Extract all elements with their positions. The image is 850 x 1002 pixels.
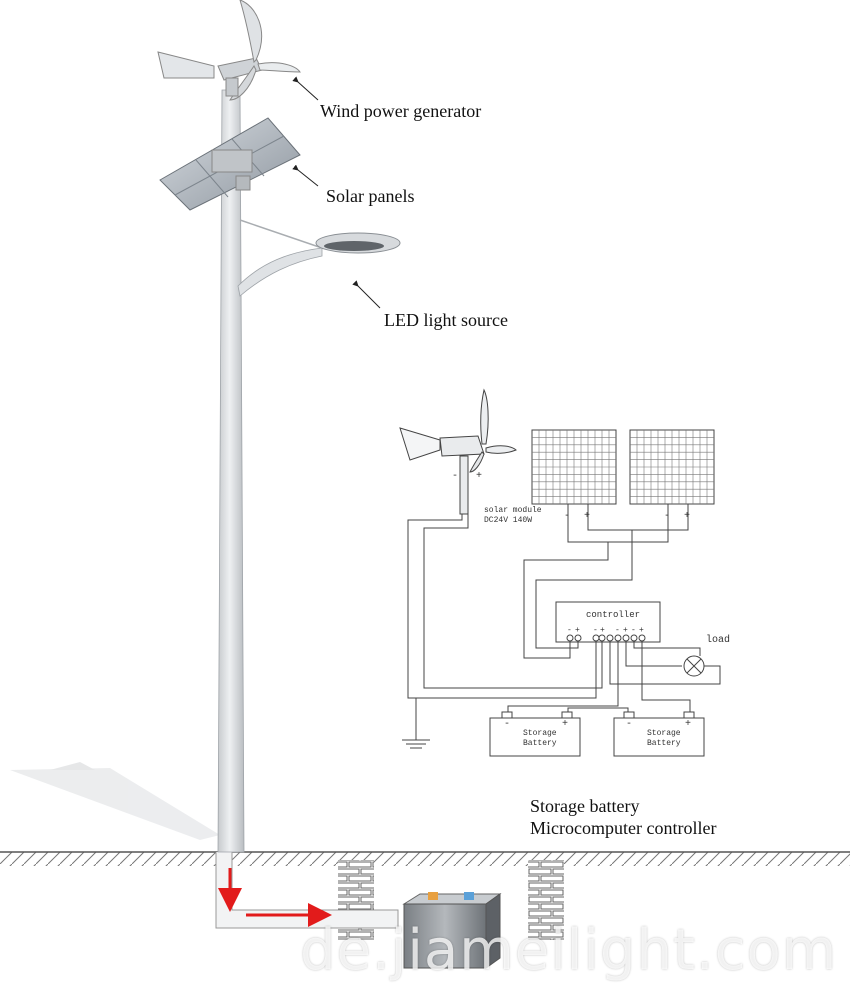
callout-wind-arrow [292, 76, 319, 101]
label-led-light-source: LED light source [384, 310, 508, 330]
schematic-battery-2 [613, 717, 705, 757]
solar-module-grid-lines [532, 430, 714, 504]
solar-module-spec: DC24V 140W [484, 516, 532, 525]
street-light-pole [217, 89, 323, 853]
led-lamp-head [315, 232, 401, 254]
underground-battery-box [402, 892, 502, 969]
wind-turbine [157, 0, 301, 101]
battery1-plus: + [562, 719, 568, 730]
controller-sign-2: + [575, 626, 580, 635]
controller-sign-8: + [639, 626, 644, 635]
controller-terminals [566, 634, 646, 642]
solar-panel [159, 117, 301, 211]
battery-1-line2: Battery [523, 739, 557, 748]
load-label: load [706, 634, 730, 646]
controller-sign-6: + [623, 626, 628, 635]
label-storage-battery: Storage battery [530, 796, 640, 816]
callout-solar-arrow [292, 164, 319, 187]
controller-sign-5: - [615, 626, 620, 635]
controller-sign-3: - [593, 626, 598, 635]
schematic-wind-turbine [399, 388, 517, 515]
label-solar-panels: Solar panels [326, 186, 415, 206]
battery-terminal-right [464, 892, 474, 900]
battery1-minus: - [504, 719, 510, 730]
watermark: de.jiameilight.com [300, 918, 838, 983]
battery-terminal-left [428, 892, 438, 900]
battery-2-line2: Battery [647, 739, 681, 748]
solar2-plus: + [684, 511, 690, 522]
battery2-minus: - [626, 719, 632, 730]
controller-sign-4: + [600, 626, 605, 635]
battery-1-line1: Storage [523, 729, 557, 738]
solar1-plus: + [584, 511, 590, 522]
wind-minus: - [452, 471, 458, 482]
controller-sign-1: - [567, 626, 572, 635]
label-microcomputer-controller: Microcomputer controller [530, 818, 717, 838]
solar1-minus: - [564, 511, 570, 522]
callout-led-arrow [352, 280, 381, 309]
controller-sign-7: - [631, 626, 636, 635]
schematic-labels: solar module DC24V 140W controller load … [452, 471, 730, 748]
label-wind-power-generator: Wind power generator [320, 101, 482, 121]
brick-pillar-right [528, 860, 564, 940]
wind-plus: + [476, 471, 482, 482]
pole-shadow [10, 762, 220, 840]
controller-label: controller [586, 610, 640, 620]
solar-module-label: solar module [484, 506, 542, 515]
battery-2-line1: Storage [647, 729, 681, 738]
battery2-plus: + [685, 719, 691, 730]
solar2-minus: - [664, 511, 670, 522]
ground [0, 851, 850, 866]
schematic-battery-1 [489, 717, 581, 757]
